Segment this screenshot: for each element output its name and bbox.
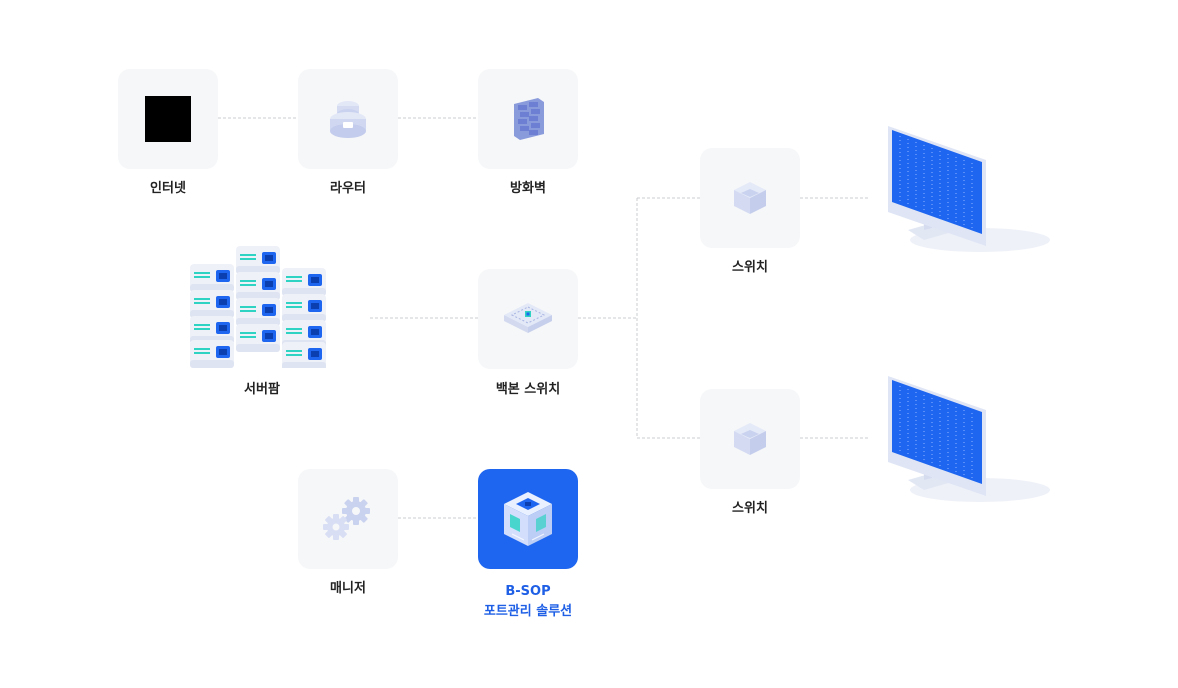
monitor-icon — [888, 376, 1050, 502]
switch-top-label: 스위치 — [732, 260, 768, 275]
firewall-icon — [514, 98, 544, 140]
monitor-bottom-node[interactable] — [870, 372, 1050, 512]
router-label: 라우터 — [330, 181, 366, 196]
gears-icon — [323, 497, 370, 540]
bsop-label: B-SOP 포트관리 솔루션 — [448, 582, 608, 622]
firewall-label: 방화벽 — [510, 181, 546, 196]
monitor-icon — [888, 126, 1050, 252]
manager-node[interactable] — [298, 469, 398, 569]
internet-icon — [145, 96, 191, 142]
backbone-switch-node[interactable] — [478, 269, 578, 369]
server-rack-middle — [236, 246, 280, 352]
switch-icon — [734, 182, 766, 214]
backbone-switch-icon — [504, 303, 552, 333]
bsop-label-subtitle: 포트관리 솔루션 — [483, 604, 573, 619]
switch-bottom-node[interactable] — [700, 389, 800, 489]
bsop-cube-icon — [504, 492, 552, 546]
server-farm-icon — [190, 246, 326, 370]
switch-bottom-label: 스위치 — [732, 501, 768, 516]
server-farm-label: 서버팜 — [244, 382, 280, 397]
firewall-node[interactable] — [478, 69, 578, 169]
backbone-switch-label: 백본 스위치 — [495, 382, 561, 397]
bsop-node[interactable] — [478, 469, 578, 569]
router-icon — [330, 101, 366, 138]
manager-label: 매니저 — [330, 581, 366, 596]
server-farm-node[interactable] — [186, 240, 338, 370]
internet-label: 인터넷 — [150, 181, 186, 196]
switch-top-node[interactable] — [700, 148, 800, 248]
router-node[interactable] — [298, 69, 398, 169]
bsop-label-title: B-SOP — [505, 584, 551, 599]
server-rack-left — [190, 264, 234, 368]
internet-node[interactable] — [118, 69, 218, 169]
monitor-top-node[interactable] — [870, 122, 1050, 262]
switch-icon — [734, 423, 766, 455]
server-rack-right — [282, 268, 326, 370]
